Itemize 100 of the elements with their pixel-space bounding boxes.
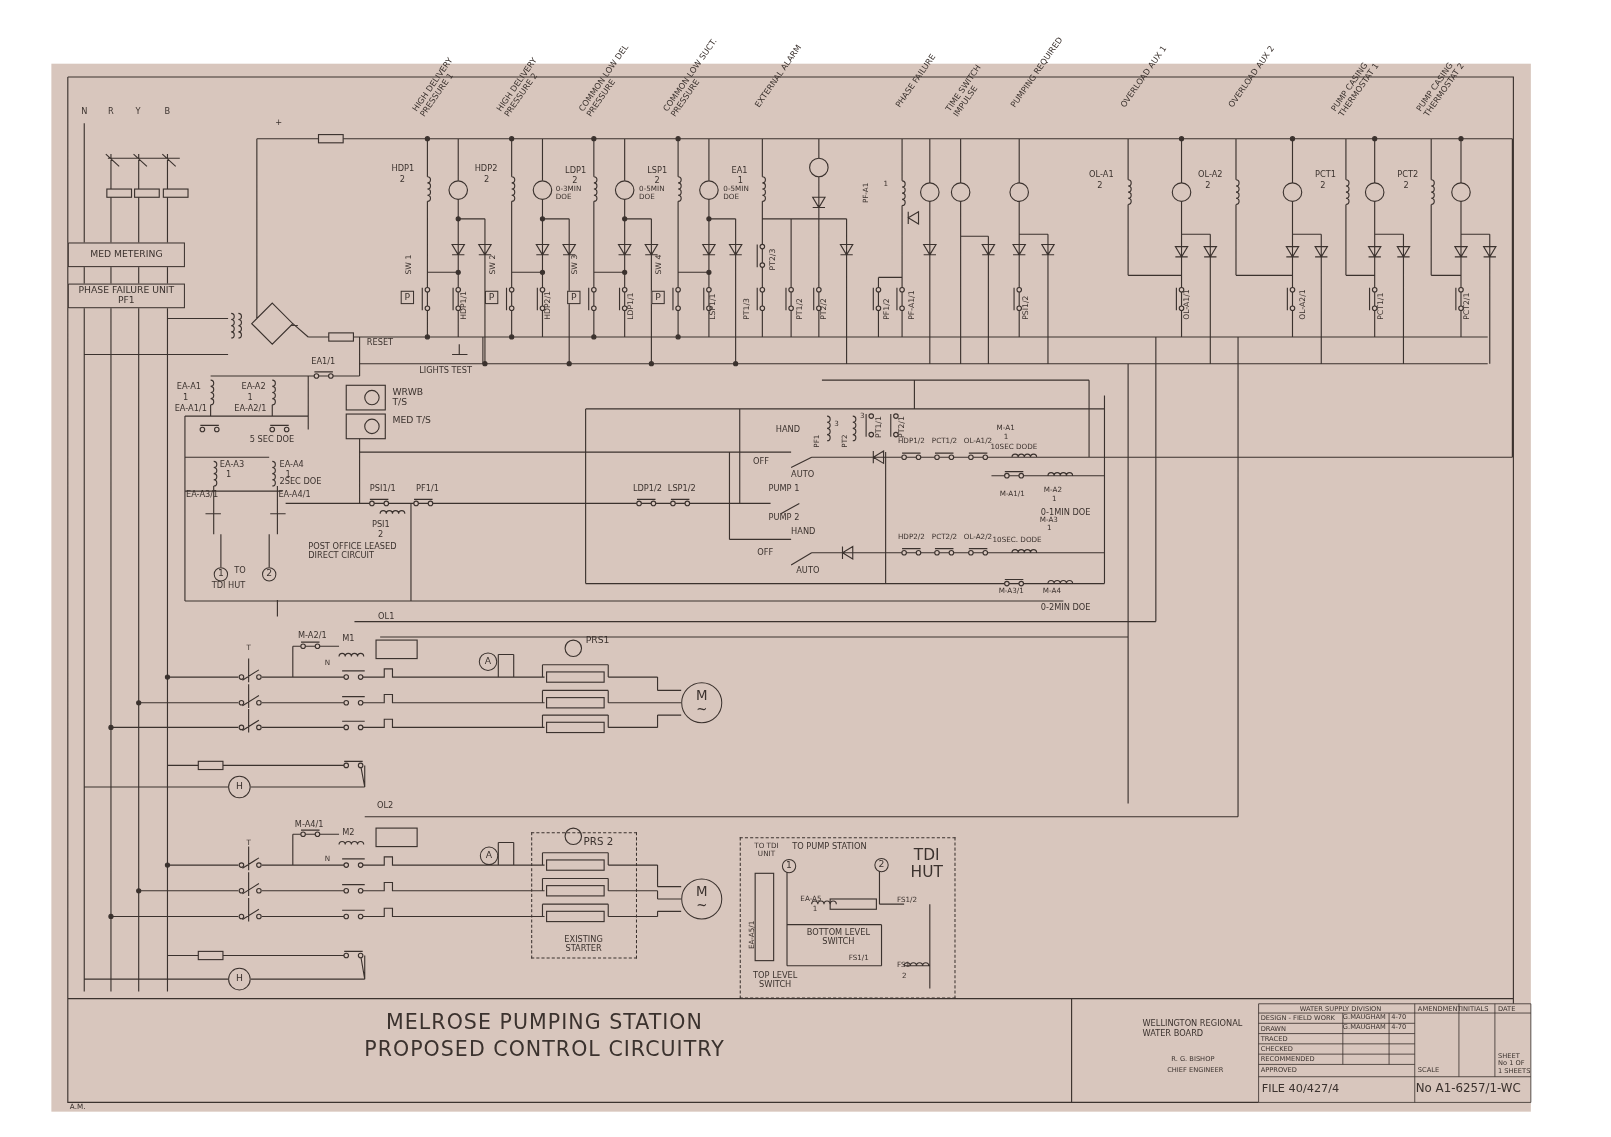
component-label: PUMP 2 [768, 513, 800, 523]
component-label: PRS1 [585, 635, 610, 647]
node-text: 2 [878, 860, 885, 871]
component-label: OL-A1 [1089, 170, 1114, 180]
component-label: HDP2 [474, 164, 498, 174]
component-label: HAND [791, 528, 816, 538]
node-text: TOP LEVEL SWITCH [752, 971, 799, 990]
component-label: 2 [399, 175, 405, 185]
component-label: M2 [342, 829, 355, 839]
component-label: PSI1 [371, 520, 390, 530]
component-label: 2SEC DOE [279, 477, 322, 487]
component-label: 2 [1097, 181, 1103, 191]
node-text: H [235, 781, 243, 793]
switch-box [651, 290, 665, 305]
enclosure-title: PRS 2 [583, 835, 614, 847]
component-label: 2 [483, 175, 490, 185]
node-text: M [695, 688, 708, 703]
component-label: + [275, 119, 283, 129]
component-label: MED T/S [392, 416, 432, 427]
component-label: EA-A1/1 [174, 404, 207, 414]
component-label: 0-1MIN DOE [1040, 508, 1091, 517]
node-text: ~ [696, 702, 708, 718]
component-label: 0-2MIN DOE [1040, 604, 1091, 614]
node-text: H [235, 974, 243, 985]
component-label: EA-A3 [219, 461, 245, 470]
component-label: OL2 [377, 801, 394, 811]
meter-panel [67, 242, 185, 268]
node-text: PF1 [118, 295, 135, 307]
component-label: 1 [737, 176, 743, 185]
component-label: RESET [366, 339, 394, 349]
node-text: ~ [696, 899, 708, 914]
component-label: EA-A2 [241, 383, 266, 393]
component-label: PSI1/1 [369, 484, 396, 494]
phase-label: B [164, 107, 171, 117]
component-label: EA1/1 [311, 357, 336, 367]
component-label: LSP1 [647, 166, 668, 176]
component-label: 2 [1403, 181, 1409, 191]
switch-box [400, 290, 415, 305]
component-label: PUMP 1 [768, 484, 800, 494]
component-label: AUTO [791, 470, 815, 480]
title-block-text: FILE 40/427/4 [1261, 1082, 1340, 1096]
node-text: PHASE FAILURE UNIT [78, 285, 175, 296]
component-label: − [289, 319, 300, 332]
node-text: P [571, 292, 577, 303]
phase-label: Y [135, 107, 141, 117]
node-text: 1 [217, 569, 224, 580]
component-label: 1 [226, 470, 232, 480]
component-label: EA-A4 [279, 461, 304, 470]
component-label: HDP1 [391, 164, 415, 174]
node-text: TDI HUT [909, 846, 944, 881]
component-label: 2 [1320, 181, 1326, 191]
component-label: LDP1 [565, 166, 587, 176]
node-text: A [484, 656, 492, 667]
component-label: LDP1/2 [632, 484, 662, 494]
node-text: 2 [266, 569, 273, 580]
component-label: PF1/1 [416, 484, 440, 494]
component-label: OFF [753, 458, 769, 468]
component-label: WRWB T/S [392, 387, 425, 408]
node-text: TO PUMP STATION [792, 842, 867, 852]
component-label: OL-A2 [1197, 170, 1223, 180]
component-label: POST OFFICE LEASED DIRECT CIRCUIT [308, 542, 398, 561]
component-label: M-A2/1 [297, 631, 327, 641]
switch-box [567, 290, 581, 305]
component-label: 2 [378, 531, 384, 541]
component-label: TO [234, 567, 246, 577]
phase-label: R [107, 107, 114, 117]
node-text: 1 [786, 861, 792, 872]
switch-box [484, 290, 499, 305]
component-label: 1 [247, 393, 253, 403]
component-label: 5 SEC DOE [249, 435, 295, 445]
component-label: LIGHTS TEST [419, 366, 473, 376]
unit-panel [67, 283, 185, 309]
component-label: 2 [572, 176, 578, 185]
node-text: M [695, 884, 708, 899]
component-label: EA-A2/1 [234, 404, 267, 414]
component-label: TDI HUT [211, 581, 246, 591]
component-label: M-A4/1 [294, 820, 324, 830]
component-label: PCT1 [1315, 170, 1337, 180]
component-label: 2 [654, 176, 660, 185]
component-label: OFF [757, 548, 774, 558]
drawing-title: MELROSE PUMPING STATION PROPOSED CONTROL CIRCUITRY [363, 1008, 726, 1063]
node-text: P [655, 292, 661, 303]
component-label: EA-A4/1 [278, 491, 311, 501]
component-label: LSP1/2 [667, 484, 696, 494]
component-label: EA-A1 [176, 383, 201, 393]
component-label: HAND [775, 425, 800, 435]
component-label: PCT2 [1397, 170, 1419, 180]
node-text: P [404, 292, 411, 303]
node-text: MED METERING [90, 249, 163, 260]
node-text: P [488, 292, 495, 303]
node-text: EXISTING STARTER [563, 936, 604, 955]
component-label: AUTO [796, 567, 820, 577]
phase-label: N [81, 107, 88, 117]
component-label: OL1 [378, 612, 395, 622]
component-label: EA1 [731, 166, 748, 176]
title-block-text: No A1-6257/1-WC [1415, 1081, 1521, 1095]
component-label: WELLINGTON REGIONAL WATER BOARD [1142, 1020, 1244, 1039]
node-text: BOTTOM LEVEL SWITCH [805, 928, 871, 947]
node-text: A [485, 850, 493, 861]
component-label: 1 [182, 393, 189, 403]
